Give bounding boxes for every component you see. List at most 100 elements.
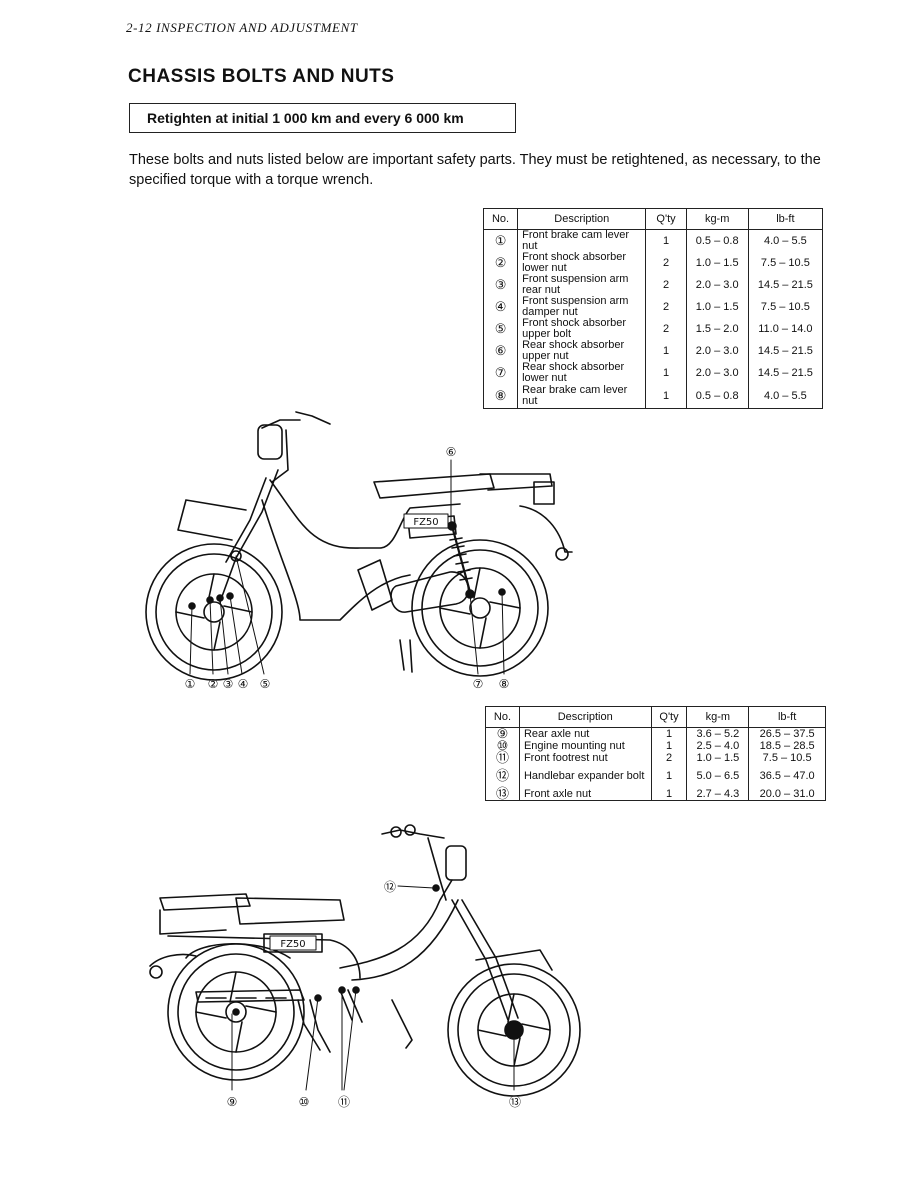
callout-7: ⑦ xyxy=(473,677,484,691)
row-lbft: 11.0 – 14.0 xyxy=(747,318,824,340)
handlebar xyxy=(257,411,331,483)
callout-11: ⑪ xyxy=(338,1095,350,1109)
row-number: ⑩ xyxy=(485,739,520,752)
row-kgm: 2.0 – 3.0 xyxy=(685,274,749,296)
row-lbft: 7.5 – 10.5 xyxy=(747,296,824,318)
row-kgm: 2.5 – 4.0 xyxy=(686,740,750,752)
callout-5: ⑤ xyxy=(260,677,271,691)
retighten-interval-box: Retighten at initial 1 000 km and every … xyxy=(129,103,516,133)
model-badge: FZ50 xyxy=(280,939,305,950)
row-description: Front brake cam lever nut xyxy=(517,229,647,252)
row-kgm: 0.5 – 0.8 xyxy=(685,384,749,409)
row-kgm: 0.5 – 0.8 xyxy=(685,229,749,252)
row-description: Front footrest nut xyxy=(518,752,652,764)
callouts-bottom: ⑫ ⑨ ⑩ ⑪ ⑬ xyxy=(227,880,521,1109)
row-number: ⑪ xyxy=(485,751,520,764)
row-lbft: 4.0 – 5.5 xyxy=(747,229,824,252)
col-header-description: Description xyxy=(517,208,647,230)
row-lbft: 36.5 – 47.0 xyxy=(748,764,826,788)
row-lbft: 18.5 – 28.5 xyxy=(748,740,826,752)
row-kgm: 1.0 – 1.5 xyxy=(685,252,749,274)
row-qty: 1 xyxy=(650,788,688,801)
row-number: ⑫ xyxy=(485,764,520,788)
row-kgm: 1.0 – 1.5 xyxy=(686,752,750,764)
row-kgm: 2.0 – 3.0 xyxy=(685,340,749,362)
table-header-row: No. Description Q'ty kg-m lb-ft xyxy=(482,208,824,230)
callout-6: ⑥ xyxy=(446,445,457,459)
col-header-kgm: kg-m xyxy=(685,208,749,230)
row-qty: 1 xyxy=(645,384,687,409)
row-qty: 1 xyxy=(650,764,688,788)
running-head: 2-12 INSPECTION AND ADJUSTMENT xyxy=(126,20,358,35)
rear-wheel xyxy=(167,943,305,1081)
row-description: Front axle nut xyxy=(518,788,652,801)
leader-lines xyxy=(189,459,505,675)
model-badge: FZ50 xyxy=(413,517,438,528)
row-lbft: 7.5 – 10.5 xyxy=(748,752,826,764)
row-description: Rear brake cam lever nut xyxy=(517,384,647,409)
callout-4: ④ xyxy=(238,677,249,691)
callout-1: ① xyxy=(185,677,196,691)
col-header-qty: Q'ty xyxy=(650,706,688,728)
frame xyxy=(261,473,573,621)
row-lbft: 7.5 – 10.5 xyxy=(747,252,824,274)
row-lbft: 14.5 – 21.5 xyxy=(747,274,824,296)
row-description: Rear axle nut xyxy=(518,727,652,740)
row-kgm: 5.0 – 6.5 xyxy=(686,764,750,788)
col-header-no: No. xyxy=(485,706,520,728)
table-header-row: No. Description Q'ty kg-m lb-ft xyxy=(485,706,826,728)
callout-8: ⑧ xyxy=(499,677,510,691)
row-description: Front suspension arm rear nut xyxy=(517,274,647,296)
col-header-lbft: lb-ft xyxy=(747,208,824,230)
intro-paragraph: These bolts and nuts listed below are im… xyxy=(129,152,821,188)
col-header-qty: Q'ty xyxy=(645,208,687,230)
callout-9: ⑨ xyxy=(227,1095,238,1109)
row-kgm: 3.6 – 5.2 xyxy=(686,727,750,740)
row-description: Handlebar expander bolt xyxy=(518,764,652,788)
callout-2: ② xyxy=(208,677,219,691)
row-number: ⑧ xyxy=(482,384,519,409)
handlebar xyxy=(381,824,467,901)
row-lbft: 4.0 – 5.5 xyxy=(747,384,824,409)
row-description: Front suspension arm damper nut xyxy=(517,296,647,318)
row-qty: 1 xyxy=(650,740,688,752)
model-badge-frame xyxy=(269,935,317,951)
callouts-top: ⑥ ① ② ③ ④ ⑤ ⑦ ⑧ xyxy=(185,445,510,691)
engine xyxy=(357,559,470,673)
front-fork xyxy=(451,899,553,1021)
row-number: ⑨ xyxy=(485,727,520,740)
rear-wheel xyxy=(411,539,549,677)
front-fork xyxy=(177,469,279,603)
scooter-diagram-left-side: FZ50 ⑥ ① ② ③ ④ ⑤ ⑦ ⑧ xyxy=(145,411,573,691)
callout-13: ⑬ xyxy=(509,1095,521,1109)
row-lbft: 14.5 – 21.5 xyxy=(747,340,824,362)
row-description: Front shock absorber lower nut xyxy=(517,252,647,274)
frame xyxy=(297,879,459,1053)
row-qty: 1 xyxy=(650,727,688,740)
row-description: Rear shock absorber upper nut xyxy=(517,340,647,362)
row-description: Rear shock absorber lower nut xyxy=(517,362,647,384)
body xyxy=(149,893,361,1003)
col-header-kgm: kg-m xyxy=(686,706,750,728)
callout-3: ③ xyxy=(223,677,234,691)
callout-12: ⑫ xyxy=(384,880,396,894)
row-qty: 2 xyxy=(650,752,688,764)
row-description: Front shock absorber upper bolt xyxy=(517,318,647,340)
col-header-no: No. xyxy=(482,208,519,230)
col-header-lbft: lb-ft xyxy=(748,706,826,728)
section-title: CHASSIS BOLTS AND NUTS xyxy=(128,66,395,87)
row-lbft: 26.5 – 37.5 xyxy=(748,727,826,740)
row-kgm: 2.0 – 3.0 xyxy=(685,362,749,384)
leader-lines xyxy=(231,885,515,1091)
